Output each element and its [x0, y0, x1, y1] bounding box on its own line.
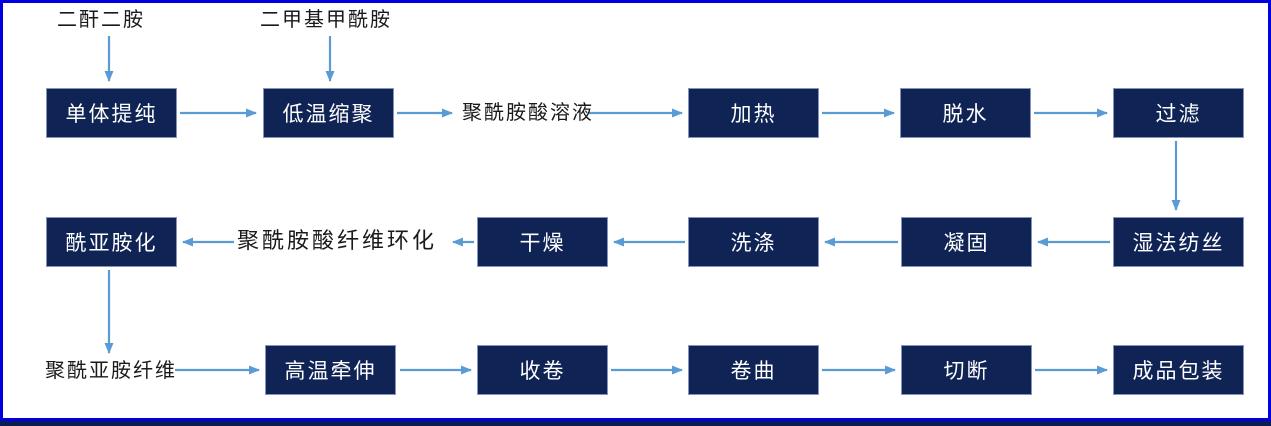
- label-polyimide-fiber: 聚酰亚胺纤维: [45, 360, 177, 382]
- box-coagulation: 凝固: [901, 217, 1032, 267]
- label-polyamic-acid-fiber-cyclization: 聚酰胺酸纤维环化: [237, 228, 438, 253]
- box-heating: 加热: [688, 88, 819, 138]
- label-polyamic-acid-solution: 聚酰胺酸溶液: [462, 102, 594, 124]
- box-wet-spinning: 湿法纺丝: [1113, 217, 1244, 267]
- footer-bar: [0, 421, 1271, 426]
- box-monomer-purification: 单体提纯: [46, 88, 177, 138]
- box-winding: 收卷: [477, 345, 608, 395]
- box-filtration: 过滤: [1113, 88, 1244, 138]
- box-drying: 干燥: [477, 217, 608, 267]
- box-imidization: 酰亚胺化: [46, 217, 177, 267]
- box-finished-product-packaging: 成品包装: [1113, 345, 1244, 395]
- box-washing: 洗涤: [688, 217, 819, 267]
- label-dmf: 二甲基甲酰胺: [260, 9, 392, 31]
- box-cutting: 切断: [901, 345, 1032, 395]
- box-low-temp-polycondensation: 低温缩聚: [263, 88, 394, 138]
- label-dianhydride-diamine: 二酐二胺: [57, 9, 145, 31]
- box-dehydration: 脱水: [900, 88, 1031, 138]
- box-high-temp-drawing: 高温牵伸: [265, 345, 396, 395]
- box-crimping: 卷曲: [688, 345, 819, 395]
